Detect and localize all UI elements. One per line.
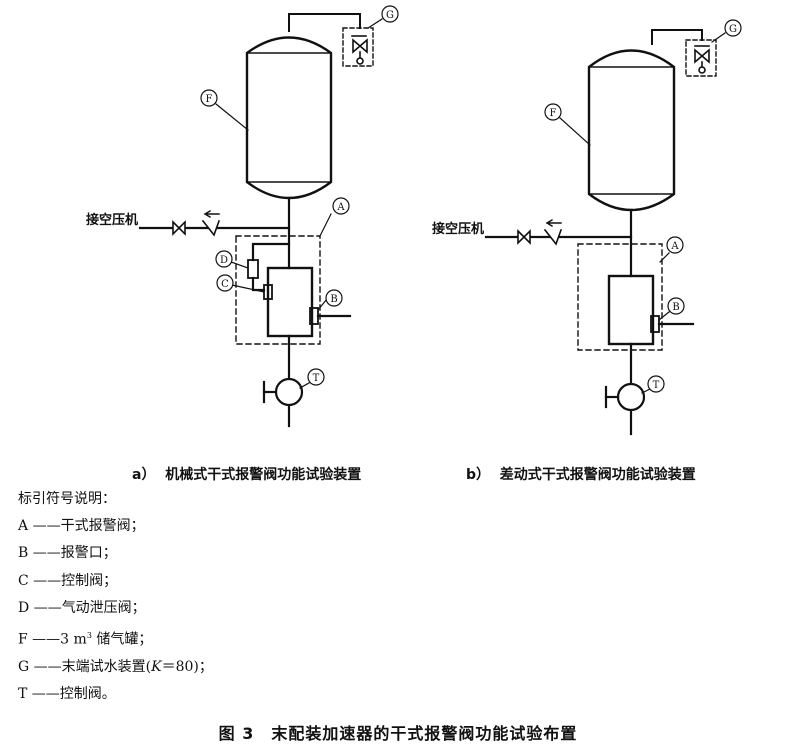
caption-a-text: 机械式干式报警阀功能试验装置 (165, 467, 362, 483)
legend-item: D ——气动泄压阀； (18, 595, 213, 622)
legend-item: A ——干式报警阀； (18, 513, 213, 540)
legend-text: 报警口； (60, 545, 117, 562)
dry-alarm-valve-box-b (577, 243, 663, 351)
legend-key: G (18, 658, 30, 675)
legend-item: C ——控制阀； (18, 568, 213, 595)
legend-text: 气动泄压阀； (61, 599, 146, 616)
storage-tank-a (245, 36, 333, 200)
callout-c-a: C (221, 279, 229, 290)
callout-b-b: B (672, 302, 679, 313)
legend-key: T (18, 686, 28, 703)
diagram-canvas: F G A D C B T F G A B T 接空压机 接空压机 (86, 5, 742, 436)
diagram-a (138, 5, 399, 428)
legend-key: D (18, 599, 30, 616)
caption-a: a） 机械式干式报警阀功能试验装置 (132, 464, 361, 484)
compressor-label-a: 接空压机 (86, 212, 138, 228)
caption-b-prefix: b） (466, 467, 491, 483)
gate-valve-b (517, 229, 531, 245)
legend-text: 干式报警阀； (60, 518, 145, 535)
callout-a-a: A (336, 202, 345, 213)
caption-a-prefix: a） (132, 467, 156, 483)
caption-b: b） 差动式干式报警阀功能试验装置 (466, 464, 696, 484)
legend-sep: —— (33, 599, 62, 616)
callout-t-a: T (313, 373, 320, 384)
legend-text: 储气罐； (91, 631, 153, 648)
legend-text: 控制阀。 (59, 686, 116, 703)
storage-tank-b (587, 49, 676, 212)
figure-title: 图 3 末配装加速器的干式报警阀功能试验布置 (218, 724, 578, 743)
end-test-device-b (685, 39, 717, 77)
check-valve-a (201, 219, 221, 237)
legend-text: 控制阀； (61, 572, 118, 589)
legend-sep: —— (33, 572, 62, 589)
legend-item: F ——3 m3 储气罐； (18, 622, 213, 654)
legend-key: B (18, 545, 29, 562)
diagram-b (484, 19, 742, 436)
legend-sep: —— (33, 658, 62, 675)
legend-key: C (18, 572, 29, 589)
legend-sep: —— (32, 631, 61, 648)
end-test-device-a (342, 27, 374, 67)
valve-body-a (266, 266, 314, 338)
legend-key: A (18, 518, 29, 535)
callout-f-a: F (206, 94, 213, 105)
callout-a-b: A (670, 241, 679, 252)
legend-sep: —— (32, 518, 61, 535)
legend-text: 末端试水装置( (61, 658, 152, 675)
callout-b-a: B (330, 294, 337, 305)
dry-alarm-valve-box-a (235, 235, 321, 345)
valve-body-b (607, 274, 655, 346)
legend-item: G ——末端试水装置(K＝80)； (18, 654, 213, 681)
compressor-label-b: 接空压机 (432, 221, 484, 237)
check-valve-b (543, 228, 563, 246)
callout-d-a: D (220, 255, 228, 266)
legend-text: 3 m (60, 631, 87, 648)
legend-key: F (18, 631, 28, 648)
legend: 标引符号说明： A ——干式报警阀； B ——报警口； C ——控制阀； D —… (18, 486, 213, 708)
gate-valve-a (172, 220, 186, 236)
caption-b-text: 差动式干式报警阀功能试验装置 (499, 467, 696, 483)
control-valve-t-a (274, 377, 304, 407)
control-valve-t-b (616, 382, 646, 412)
legend-superscript: 3 (86, 631, 92, 641)
legend-heading: 标引符号说明： (18, 491, 116, 507)
callout-t-b: T (653, 380, 660, 391)
legend-sep: —— (31, 686, 60, 703)
callout-g-b: G (729, 24, 737, 35)
callout-f-b: F (550, 108, 557, 119)
legend-k-symbol: K (151, 658, 162, 675)
legend-sep: —— (32, 545, 61, 562)
legend-text: ＝80)； (161, 658, 213, 675)
legend-item: B ——报警口； (18, 540, 213, 567)
callout-g-a: G (386, 10, 394, 21)
legend-item: T ——控制阀。 (18, 681, 213, 708)
